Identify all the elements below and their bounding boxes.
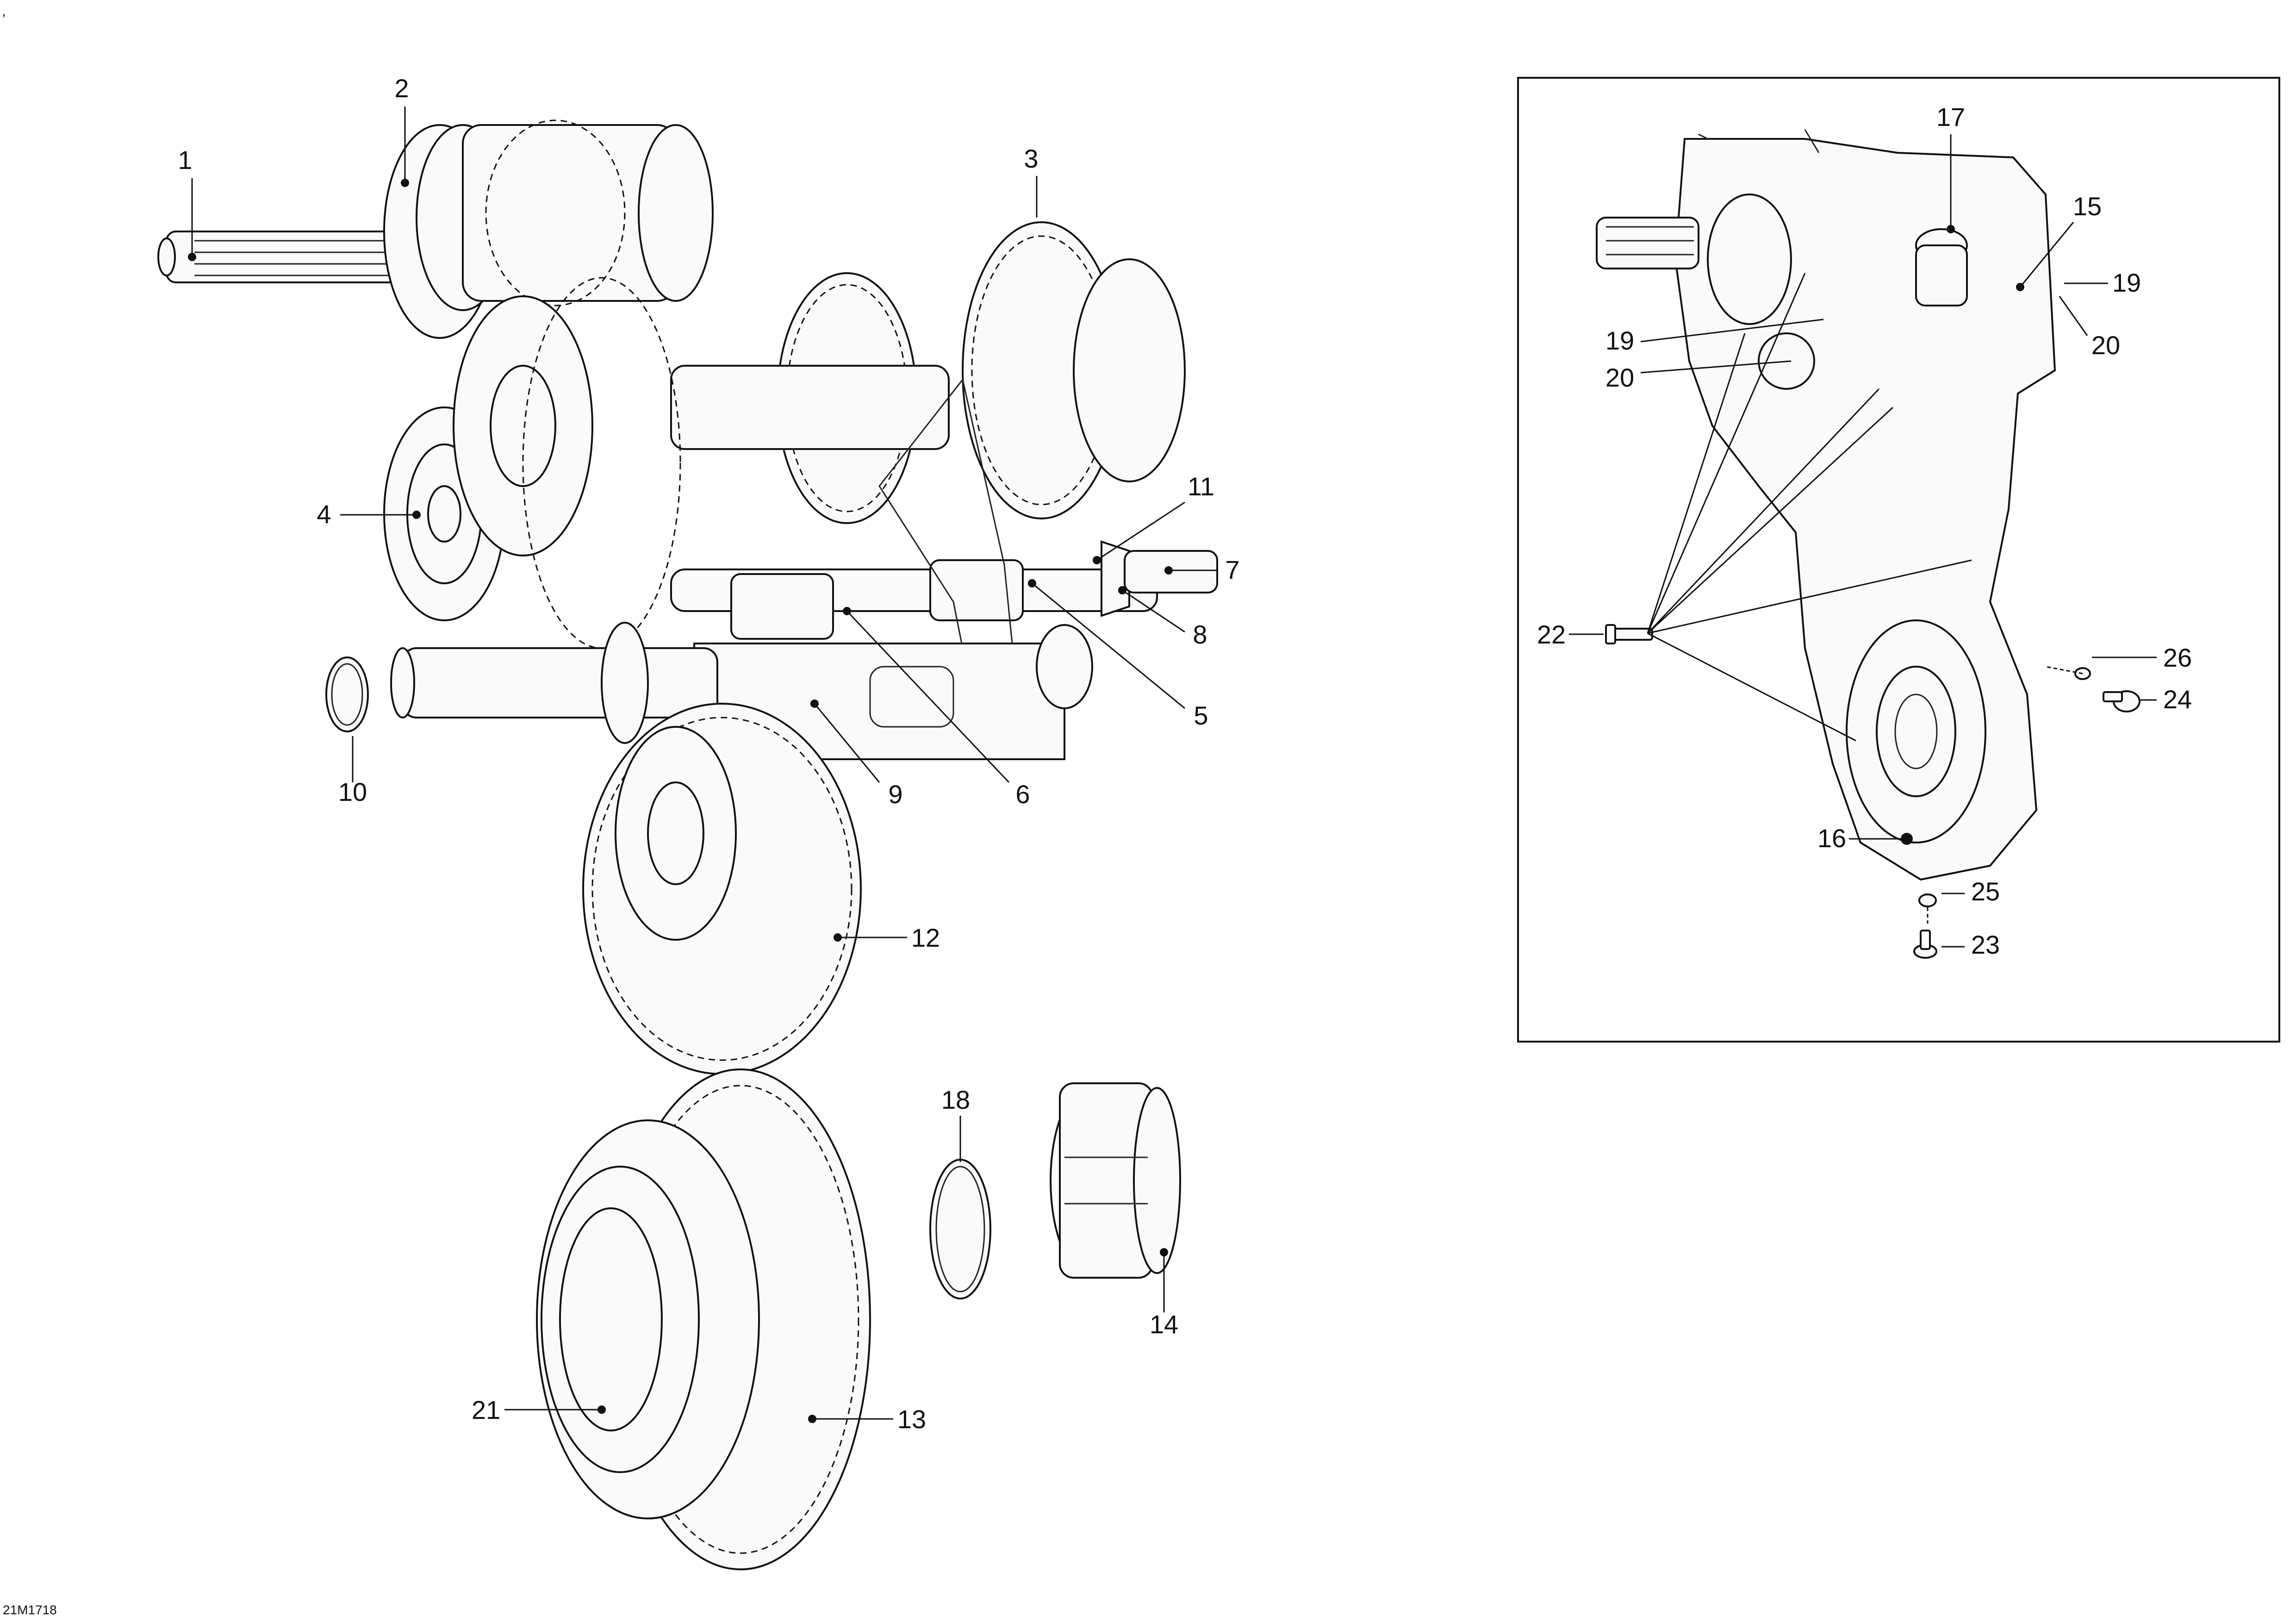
bolt-22 bbox=[1605, 624, 1653, 644]
callout-18: 18 bbox=[941, 1085, 970, 1162]
callout-label: 9 bbox=[888, 780, 902, 809]
callout-label: 24 bbox=[2163, 685, 2192, 714]
callout-label: 1 bbox=[178, 145, 192, 175]
callout-label: 11 bbox=[1188, 472, 1214, 501]
callout-5: 5 bbox=[1028, 579, 1208, 730]
callout-label: 4 bbox=[317, 500, 331, 529]
bolt-22-leader-lines bbox=[1647, 273, 1972, 742]
housing-inset bbox=[1517, 77, 2280, 1043]
screw-23 bbox=[1913, 930, 1937, 959]
callout-13: 13 bbox=[808, 1405, 926, 1434]
callout-label: 5 bbox=[1194, 701, 1208, 730]
callout-label: 2 bbox=[394, 74, 409, 103]
callout-26: 26 bbox=[2092, 643, 2192, 672]
callout-16: 16 bbox=[1817, 824, 1913, 853]
callout-25: 25 bbox=[1941, 877, 2000, 906]
callout-label: 16 bbox=[1817, 824, 1846, 853]
callout-label: 15 bbox=[2073, 192, 2102, 221]
callout-20-left: 20 bbox=[1605, 360, 1792, 392]
callout-8: 8 bbox=[1118, 586, 1207, 649]
callout-19-left: 19 bbox=[1605, 319, 1824, 355]
callout-20-right: 20 bbox=[2059, 296, 2120, 360]
callout-21: 21 bbox=[472, 1395, 606, 1424]
callout-label: 20 bbox=[2091, 331, 2120, 360]
callout-14: 14 bbox=[1150, 1248, 1178, 1339]
callout-3: 3 bbox=[1024, 144, 1039, 218]
drawing-reference-code: 21M1718 bbox=[3, 1603, 57, 1617]
callout-label: 19 bbox=[1605, 326, 1634, 355]
gear-13 bbox=[536, 1068, 871, 1570]
callout-11: 11 bbox=[1093, 472, 1214, 564]
callout-label: 14 bbox=[1150, 1310, 1178, 1339]
callout-label: 13 bbox=[897, 1405, 926, 1434]
callout-6: 6 bbox=[843, 607, 1030, 809]
washer-25 bbox=[1918, 893, 1937, 907]
callout-label: 12 bbox=[911, 923, 940, 952]
callout-2: 2 bbox=[394, 74, 409, 187]
callout-label: 19 bbox=[2112, 268, 2141, 297]
o-ring-18 bbox=[929, 1159, 991, 1299]
housing-illustration bbox=[1596, 129, 2056, 881]
callout-label: 17 bbox=[1936, 102, 1965, 131]
callout-1: 1 bbox=[178, 145, 196, 261]
callout-19-right: 19 bbox=[2064, 268, 2141, 297]
callout-label: 22 bbox=[1537, 620, 1566, 649]
gear-upper-left bbox=[453, 277, 681, 649]
screw-24 bbox=[2103, 690, 2140, 712]
countershaft bbox=[390, 622, 718, 744]
gear-cluster-3 bbox=[670, 221, 1186, 524]
callout-label: 20 bbox=[1605, 363, 1634, 392]
inset-frame bbox=[1517, 77, 2280, 1043]
callout-label: 25 bbox=[1971, 877, 2000, 906]
callout-23: 23 bbox=[1941, 930, 2000, 959]
input-shaft bbox=[157, 119, 714, 339]
callout-label: 6 bbox=[1015, 780, 1030, 809]
callout-label: 26 bbox=[2163, 643, 2192, 672]
callout-22: 22 bbox=[1537, 620, 1604, 649]
callout-label: 23 bbox=[1971, 930, 2000, 959]
gear-train-illustration bbox=[157, 119, 1218, 1570]
callout-15: 15 bbox=[2016, 192, 2102, 291]
callout-10: 10 bbox=[338, 736, 367, 806]
callout-9: 9 bbox=[810, 700, 903, 809]
callout-17: 17 bbox=[1936, 102, 1965, 233]
callout-12: 12 bbox=[834, 923, 940, 952]
callout-label: 3 bbox=[1024, 144, 1038, 173]
callout-label: 18 bbox=[941, 1085, 970, 1114]
callout-7: 7 bbox=[1164, 555, 1240, 584]
sleeve-14 bbox=[1050, 1082, 1181, 1279]
callout-label: 21 bbox=[472, 1395, 500, 1424]
corner-mark: , bbox=[2, 4, 6, 19]
o-ring-10 bbox=[325, 656, 369, 732]
callout-label: 8 bbox=[1193, 620, 1207, 649]
gear-12 bbox=[582, 703, 862, 1075]
callout-label: 7 bbox=[1225, 555, 1239, 584]
callout-24: 24 bbox=[2140, 685, 2192, 714]
callout-4: 4 bbox=[317, 500, 421, 529]
